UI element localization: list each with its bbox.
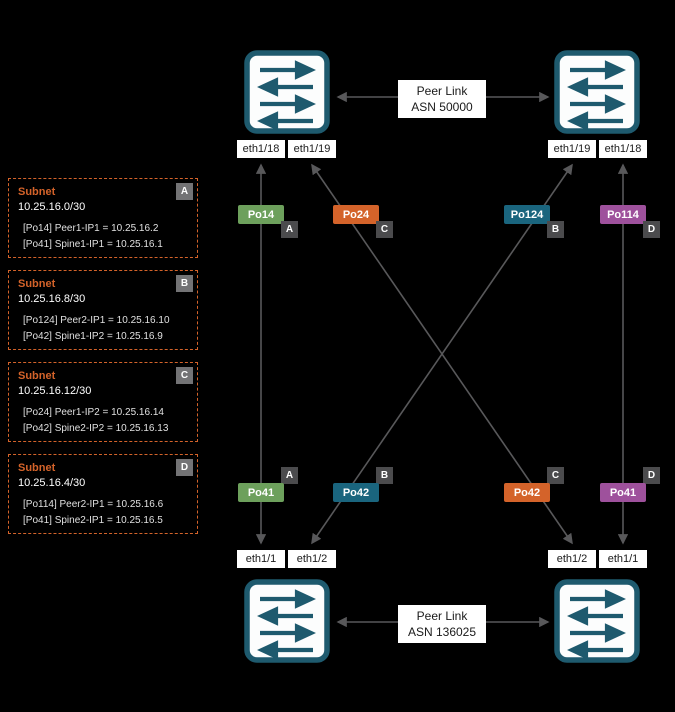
switch-peer1: [243, 49, 331, 135]
peer-link-asn: ASN 136025: [407, 625, 477, 640]
link-line-b: [311, 163, 573, 545]
po-chip-po41: Po41: [238, 483, 284, 502]
subnet-cidr: 10.25.16.4/30: [18, 477, 86, 489]
subnet-detail-line: [Po114] Peer2-IP1 = 10.25.16.6: [23, 499, 164, 510]
switch-icon: [244, 579, 330, 663]
link-badge-d: D: [643, 467, 660, 484]
peer-link-label-top: Peer Link ASN 50000: [398, 80, 486, 119]
peer-link-label-bottom: Peer Link ASN 136025: [398, 605, 486, 644]
switch-peer2: [553, 49, 641, 135]
switch-spine2: [553, 578, 641, 664]
peer-link-asn: ASN 50000: [411, 100, 473, 115]
port-label-peer2-eth1-18: eth1/18: [599, 140, 647, 158]
link-badge-b: B: [547, 221, 564, 238]
port-label-spine2-eth1-1: eth1/1: [599, 550, 647, 568]
po-chip-po42: Po42: [504, 483, 550, 502]
subnet-detail-line: [Po42] Spine2-IP2 = 10.25.16.13: [23, 423, 169, 434]
switch-spine1: [243, 578, 331, 664]
subnet-detail-line: [Po41] Spine1-IP1 = 10.25.16.1: [23, 239, 163, 250]
link-badge-d: D: [643, 221, 660, 238]
subnet-detail-line: [Po42] Spine1-IP2 = 10.25.16.9: [23, 331, 163, 342]
subnet-box-c: Subnet C 10.25.16.12/30 [Po24] Peer1-IP2…: [8, 362, 198, 442]
subnet-cidr: 10.25.16.12/30: [18, 385, 92, 397]
link-badge-c: C: [547, 467, 564, 484]
link-badge-a: A: [281, 221, 298, 238]
port-label-spine1-eth1-1: eth1/1: [237, 550, 285, 568]
subnet-box-d: Subnet D 10.25.16.4/30 [Po114] Peer2-IP1…: [8, 454, 198, 534]
subnet-title: Subnet: [18, 462, 56, 474]
port-label-peer2-eth1-19: eth1/19: [548, 140, 596, 158]
subnet-title: Subnet: [18, 186, 56, 198]
subnet-title: Subnet: [18, 278, 56, 290]
po-chip-po124: Po124: [504, 205, 550, 224]
subnet-detail-line: [Po24] Peer1-IP2 = 10.25.16.14: [23, 407, 164, 418]
subnet-cidr: 10.25.16.8/30: [18, 293, 86, 305]
subnet-detail-line: [Po124] Peer2-IP1 = 10.25.16.10: [23, 315, 170, 326]
subnet-box-a: Subnet A 10.25.16.0/30 [Po14] Peer1-IP1 …: [8, 178, 198, 258]
peer-link-text: Peer Link: [416, 84, 468, 98]
port-label-spine2-eth1-2: eth1/2: [548, 550, 596, 568]
subnet-title: Subnet: [18, 370, 56, 382]
subnet-badge-c: C: [176, 367, 193, 384]
switch-icon: [554, 50, 640, 134]
switch-icon: [244, 50, 330, 134]
subnet-badge-a: A: [176, 183, 193, 200]
subnet-box-b: Subnet B 10.25.16.8/30 [Po124] Peer2-IP1…: [8, 270, 198, 350]
po-chip-po114: Po114: [600, 205, 646, 224]
subnet-badge-b: B: [176, 275, 193, 292]
link-badge-b: B: [376, 467, 393, 484]
port-label-peer1-eth1-19: eth1/19: [288, 140, 336, 158]
subnet-cidr: 10.25.16.0/30: [18, 201, 86, 213]
subnet-detail-line: [Po41] Spine2-IP1 = 10.25.16.5: [23, 515, 163, 526]
po-chip-po41: Po41: [600, 483, 646, 502]
port-label-peer1-eth1-18: eth1/18: [237, 140, 285, 158]
subnet-detail-line: [Po14] Peer1-IP1 = 10.25.16.2: [23, 223, 159, 234]
subnet-badge-d: D: [176, 459, 193, 476]
po-chip-po42: Po42: [333, 483, 379, 502]
port-label-spine1-eth1-2: eth1/2: [288, 550, 336, 568]
peer-link-text: Peer Link: [416, 609, 468, 623]
po-chip-po14: Po14: [238, 205, 284, 224]
po-chip-po24: Po24: [333, 205, 379, 224]
link-badge-a: A: [281, 467, 298, 484]
switch-icon: [554, 579, 640, 663]
link-badge-c: C: [376, 221, 393, 238]
